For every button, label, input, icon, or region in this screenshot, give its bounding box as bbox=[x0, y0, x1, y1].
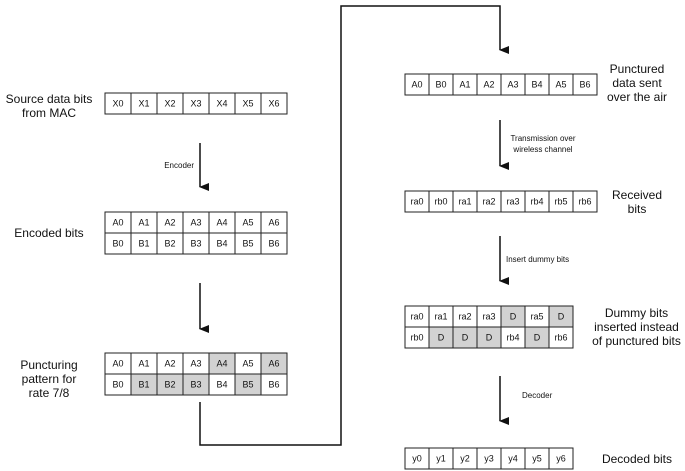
encoded-bit-label: A4 bbox=[216, 218, 227, 228]
decoded-bit-label: y5 bbox=[532, 454, 542, 464]
puncturing-bit-label: B6 bbox=[268, 380, 279, 390]
dummy-bit-label: ra5 bbox=[530, 312, 543, 322]
source-bit-label: X2 bbox=[164, 99, 175, 109]
received-bit-label: ra2 bbox=[482, 197, 495, 207]
encoded-bit-label: A3 bbox=[190, 218, 201, 228]
received-bit-label: ra1 bbox=[458, 197, 471, 207]
decoded-cell bbox=[548, 447, 574, 470]
puncturing-bit-label: B4 bbox=[216, 380, 227, 390]
dummy-bit-label: ra1 bbox=[434, 312, 447, 322]
source-bit-label: X3 bbox=[190, 99, 201, 109]
decoded-bit-label: y0 bbox=[412, 454, 422, 464]
dummy-bit-label: rb0 bbox=[410, 333, 423, 343]
encoded-bit-label: A6 bbox=[268, 218, 279, 228]
dummy-bit-label: D bbox=[486, 333, 493, 343]
received-bit-label: ra3 bbox=[506, 197, 519, 207]
source-bit-label: X1 bbox=[138, 99, 149, 109]
dummy-bit-label: D bbox=[462, 333, 469, 343]
punctured-cell bbox=[572, 73, 598, 96]
received-bit-label: rb0 bbox=[434, 197, 447, 207]
dummy-bit-label: ra3 bbox=[482, 312, 495, 322]
dummy-bit-label: D bbox=[438, 333, 445, 343]
puncturing-bit-label: A1 bbox=[138, 359, 149, 369]
dummy-bit-label: rb6 bbox=[554, 333, 567, 343]
decoded-bit-label: y2 bbox=[460, 454, 470, 464]
puncturing-bit-label: A0 bbox=[112, 359, 123, 369]
decoded-bit-label: y6 bbox=[556, 454, 566, 464]
dummy-bit-label: ra0 bbox=[410, 312, 423, 322]
punctured-bit-label: A0 bbox=[411, 80, 422, 90]
source-bit-label: X0 bbox=[112, 99, 123, 109]
source-bits-grid: X0 X1 X2 X3 X4 X5 X6 bbox=[104, 92, 288, 115]
source-cell bbox=[260, 92, 288, 115]
encoded-bits-label: Encoded bits bbox=[14, 226, 84, 240]
puncturing-bit-label: B2 bbox=[164, 380, 175, 390]
encoded-bit-label: B1 bbox=[138, 239, 149, 249]
source-bit-label: X5 bbox=[242, 99, 253, 109]
decoded-bits-grid: y0 y1 y2 y3 y4 y5 y6 bbox=[404, 447, 574, 470]
insert-dummy-arrow-label: Insert dummy bits bbox=[506, 255, 570, 264]
decoder-arrow-label: Decoder bbox=[522, 391, 553, 400]
received-bit-label: rb5 bbox=[554, 197, 567, 207]
punctured-bit-label: B4 bbox=[531, 80, 542, 90]
dummy-bit-label: D bbox=[510, 312, 517, 322]
puncturing-cell bbox=[260, 373, 288, 396]
punctured-bit-label: A3 bbox=[507, 80, 518, 90]
puncturing-bit-label: B1 bbox=[138, 380, 149, 390]
dummy-bit-label: D bbox=[558, 312, 565, 322]
puncturing-bit-label: B0 bbox=[112, 380, 123, 390]
punctured-bit-label: A1 bbox=[459, 80, 470, 90]
punctured-bit-label: B0 bbox=[435, 80, 446, 90]
encoded-bit-label: B2 bbox=[164, 239, 175, 249]
encoded-bit-label: B0 bbox=[112, 239, 123, 249]
puncturing-bit-label: A2 bbox=[164, 359, 175, 369]
received-cell bbox=[572, 190, 598, 213]
decoded-bit-label: y4 bbox=[508, 454, 518, 464]
punctured-bit-label: A2 bbox=[483, 80, 494, 90]
puncturing-bit-label: A4 bbox=[216, 359, 227, 369]
punctured-bits-grid: A0 B0 A1 A2 A3 B4 A5 B6 bbox=[404, 73, 598, 96]
puncturing-bit-label: A5 bbox=[242, 359, 253, 369]
decoded-bits-label: Decoded bits bbox=[601, 452, 673, 466]
dummy-bit-label: D bbox=[534, 333, 541, 343]
encoded-bit-label: B4 bbox=[216, 239, 227, 249]
encoded-bit-label: A1 bbox=[138, 218, 149, 228]
encoded-bit-label: A2 bbox=[164, 218, 175, 228]
received-bit-label: ra0 bbox=[410, 197, 423, 207]
encoded-bit-label: B5 bbox=[242, 239, 253, 249]
dummy-bit-label: rb4 bbox=[506, 333, 519, 343]
puncturing-bit-label: A6 bbox=[268, 359, 279, 369]
encoded-cell bbox=[260, 232, 288, 255]
dummy-bit-label: ra2 bbox=[458, 312, 471, 322]
connector-line bbox=[199, 5, 509, 446]
punctured-bit-label: A5 bbox=[555, 80, 566, 90]
received-bits-grid: ra0 rb0 ra1 ra2 ra3 rb4 rb5 rb6 bbox=[404, 190, 598, 213]
encoded-bit-label: B6 bbox=[268, 239, 279, 249]
encoded-bit-label: A5 bbox=[242, 218, 253, 228]
encoder-arrow-label: Encoder bbox=[164, 161, 194, 170]
puncturing-bit-label: A3 bbox=[190, 359, 201, 369]
received-bit-label: rb6 bbox=[578, 197, 591, 207]
source-bit-label: X4 bbox=[216, 99, 227, 109]
source-bit-label: X6 bbox=[268, 99, 279, 109]
received-bit-label: rb4 bbox=[530, 197, 543, 207]
puncturing-bit-label: B5 bbox=[242, 380, 253, 390]
dummy-cell bbox=[548, 326, 574, 349]
encoded-bit-label: B3 bbox=[190, 239, 201, 249]
decoded-bit-label: y1 bbox=[436, 454, 446, 464]
punctured-bit-label: B6 bbox=[579, 80, 590, 90]
decoded-bit-label: y3 bbox=[484, 454, 494, 464]
encoded-bit-label: A0 bbox=[112, 218, 123, 228]
puncturing-bit-label: B3 bbox=[190, 380, 201, 390]
